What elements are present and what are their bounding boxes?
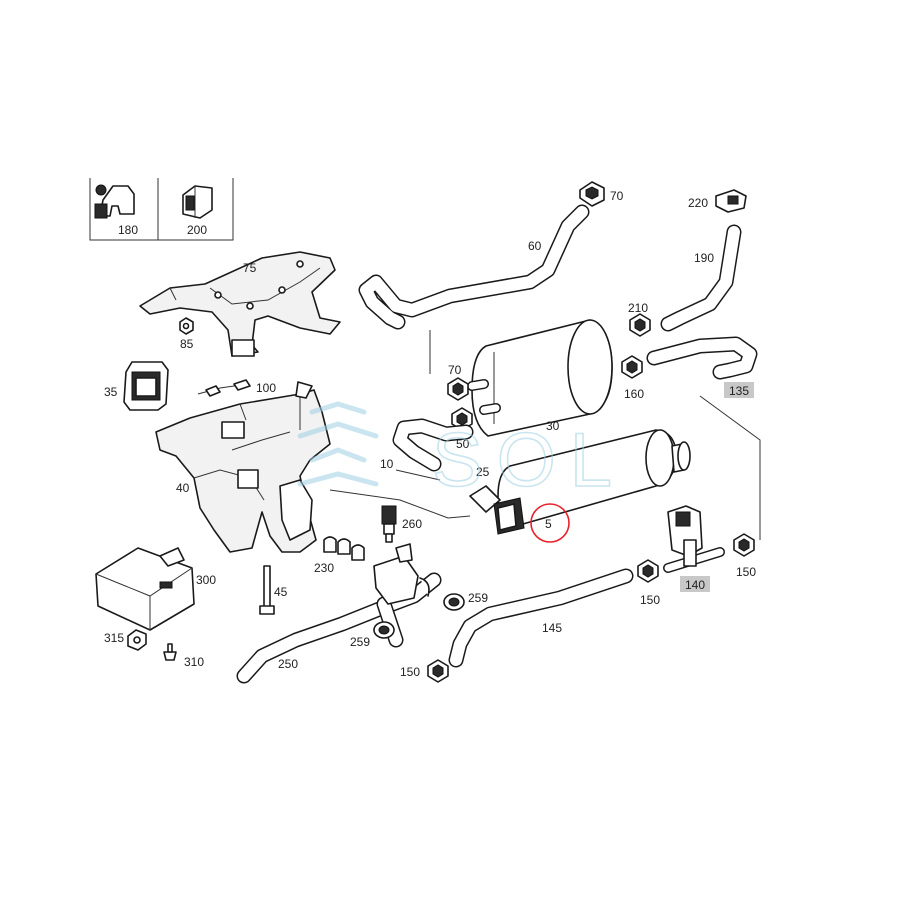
sol-watermark: SOL [297, 401, 626, 504]
callout-259-a: 259 [468, 591, 488, 605]
part-75-bracket [139, 251, 341, 357]
callout-150-a: 150 [736, 565, 756, 579]
part-45-bolt [259, 565, 275, 615]
part-250-hose [236, 543, 442, 684]
part-70-clip-top [579, 181, 605, 207]
watermark-text: SOL [432, 418, 626, 503]
part-60-hose [358, 204, 590, 330]
callout-150-c: 150 [400, 665, 420, 679]
callout-60: 60 [528, 239, 542, 253]
callout-259-b: 259 [350, 635, 370, 649]
part-315-nut [127, 629, 147, 651]
callout-210: 210 [628, 301, 648, 315]
callout-50: 50 [456, 437, 470, 451]
callout-40: 40 [176, 481, 190, 495]
callout-315: 315 [104, 631, 124, 645]
part-150-clip-mid [637, 559, 659, 583]
callout-5: 5 [545, 517, 552, 531]
callout-35: 35 [104, 385, 118, 399]
part-200-grommet [182, 185, 213, 219]
part-150-clip-right [733, 533, 755, 557]
callout-30: 30 [546, 419, 560, 433]
callout-70-b: 70 [448, 363, 462, 377]
part-190-hose [660, 224, 742, 332]
callout-230: 230 [314, 561, 334, 575]
callout-260: 260 [402, 517, 422, 531]
part-5-purge-valve [469, 429, 691, 535]
part-85-nut [179, 317, 194, 335]
part-210-clip [629, 313, 651, 337]
highlight-circle [530, 503, 570, 543]
leader-lines [329, 330, 761, 540]
callout-180: 180 [118, 223, 138, 237]
part-140-valve [663, 505, 725, 573]
part-35-relay [123, 361, 169, 411]
part-50-clip [451, 407, 473, 431]
part-300-control-unit [95, 547, 195, 631]
part-30-canister [467, 319, 613, 437]
part-180-connector [94, 184, 135, 219]
part-160-clip [621, 355, 643, 379]
callout-190: 190 [694, 251, 714, 265]
part-100-clip [197, 379, 251, 397]
callout-box-135 [724, 382, 754, 398]
callout-45: 45 [274, 585, 288, 599]
callout-10: 10 [380, 457, 394, 471]
part-10-hose [392, 418, 474, 472]
callout-200: 200 [187, 223, 207, 237]
part-150-clip-bottom [427, 659, 449, 683]
callout-75: 75 [243, 261, 257, 275]
callout-140: 140 [685, 578, 705, 592]
callout-160: 160 [624, 387, 644, 401]
part-40-carrier [155, 381, 331, 553]
part-135-hose [646, 336, 758, 380]
callout-135: 135 [729, 384, 749, 398]
part-145-hose [448, 568, 634, 668]
callout-25: 25 [476, 465, 490, 479]
part-220-clamp [715, 189, 747, 213]
callout-box-140 [680, 576, 710, 592]
part-259-clip-a [443, 593, 465, 611]
part-230-clips [323, 536, 365, 561]
part-310-screw [163, 643, 177, 661]
callout-310: 310 [184, 655, 204, 669]
callout-145: 145 [542, 621, 562, 635]
callout-220: 220 [688, 196, 708, 210]
callout-150-b: 150 [640, 593, 660, 607]
inset-boxes: 180 200 [89, 178, 234, 241]
callout-250: 250 [278, 657, 298, 671]
part-260-sensor [381, 505, 397, 543]
callout-300: 300 [196, 573, 216, 587]
callout-85: 85 [180, 337, 194, 351]
part-70-clip-mid [447, 377, 469, 401]
part-259-clip-b [373, 621, 395, 639]
callout-70-a: 70 [610, 189, 624, 203]
callout-100: 100 [256, 381, 276, 395]
